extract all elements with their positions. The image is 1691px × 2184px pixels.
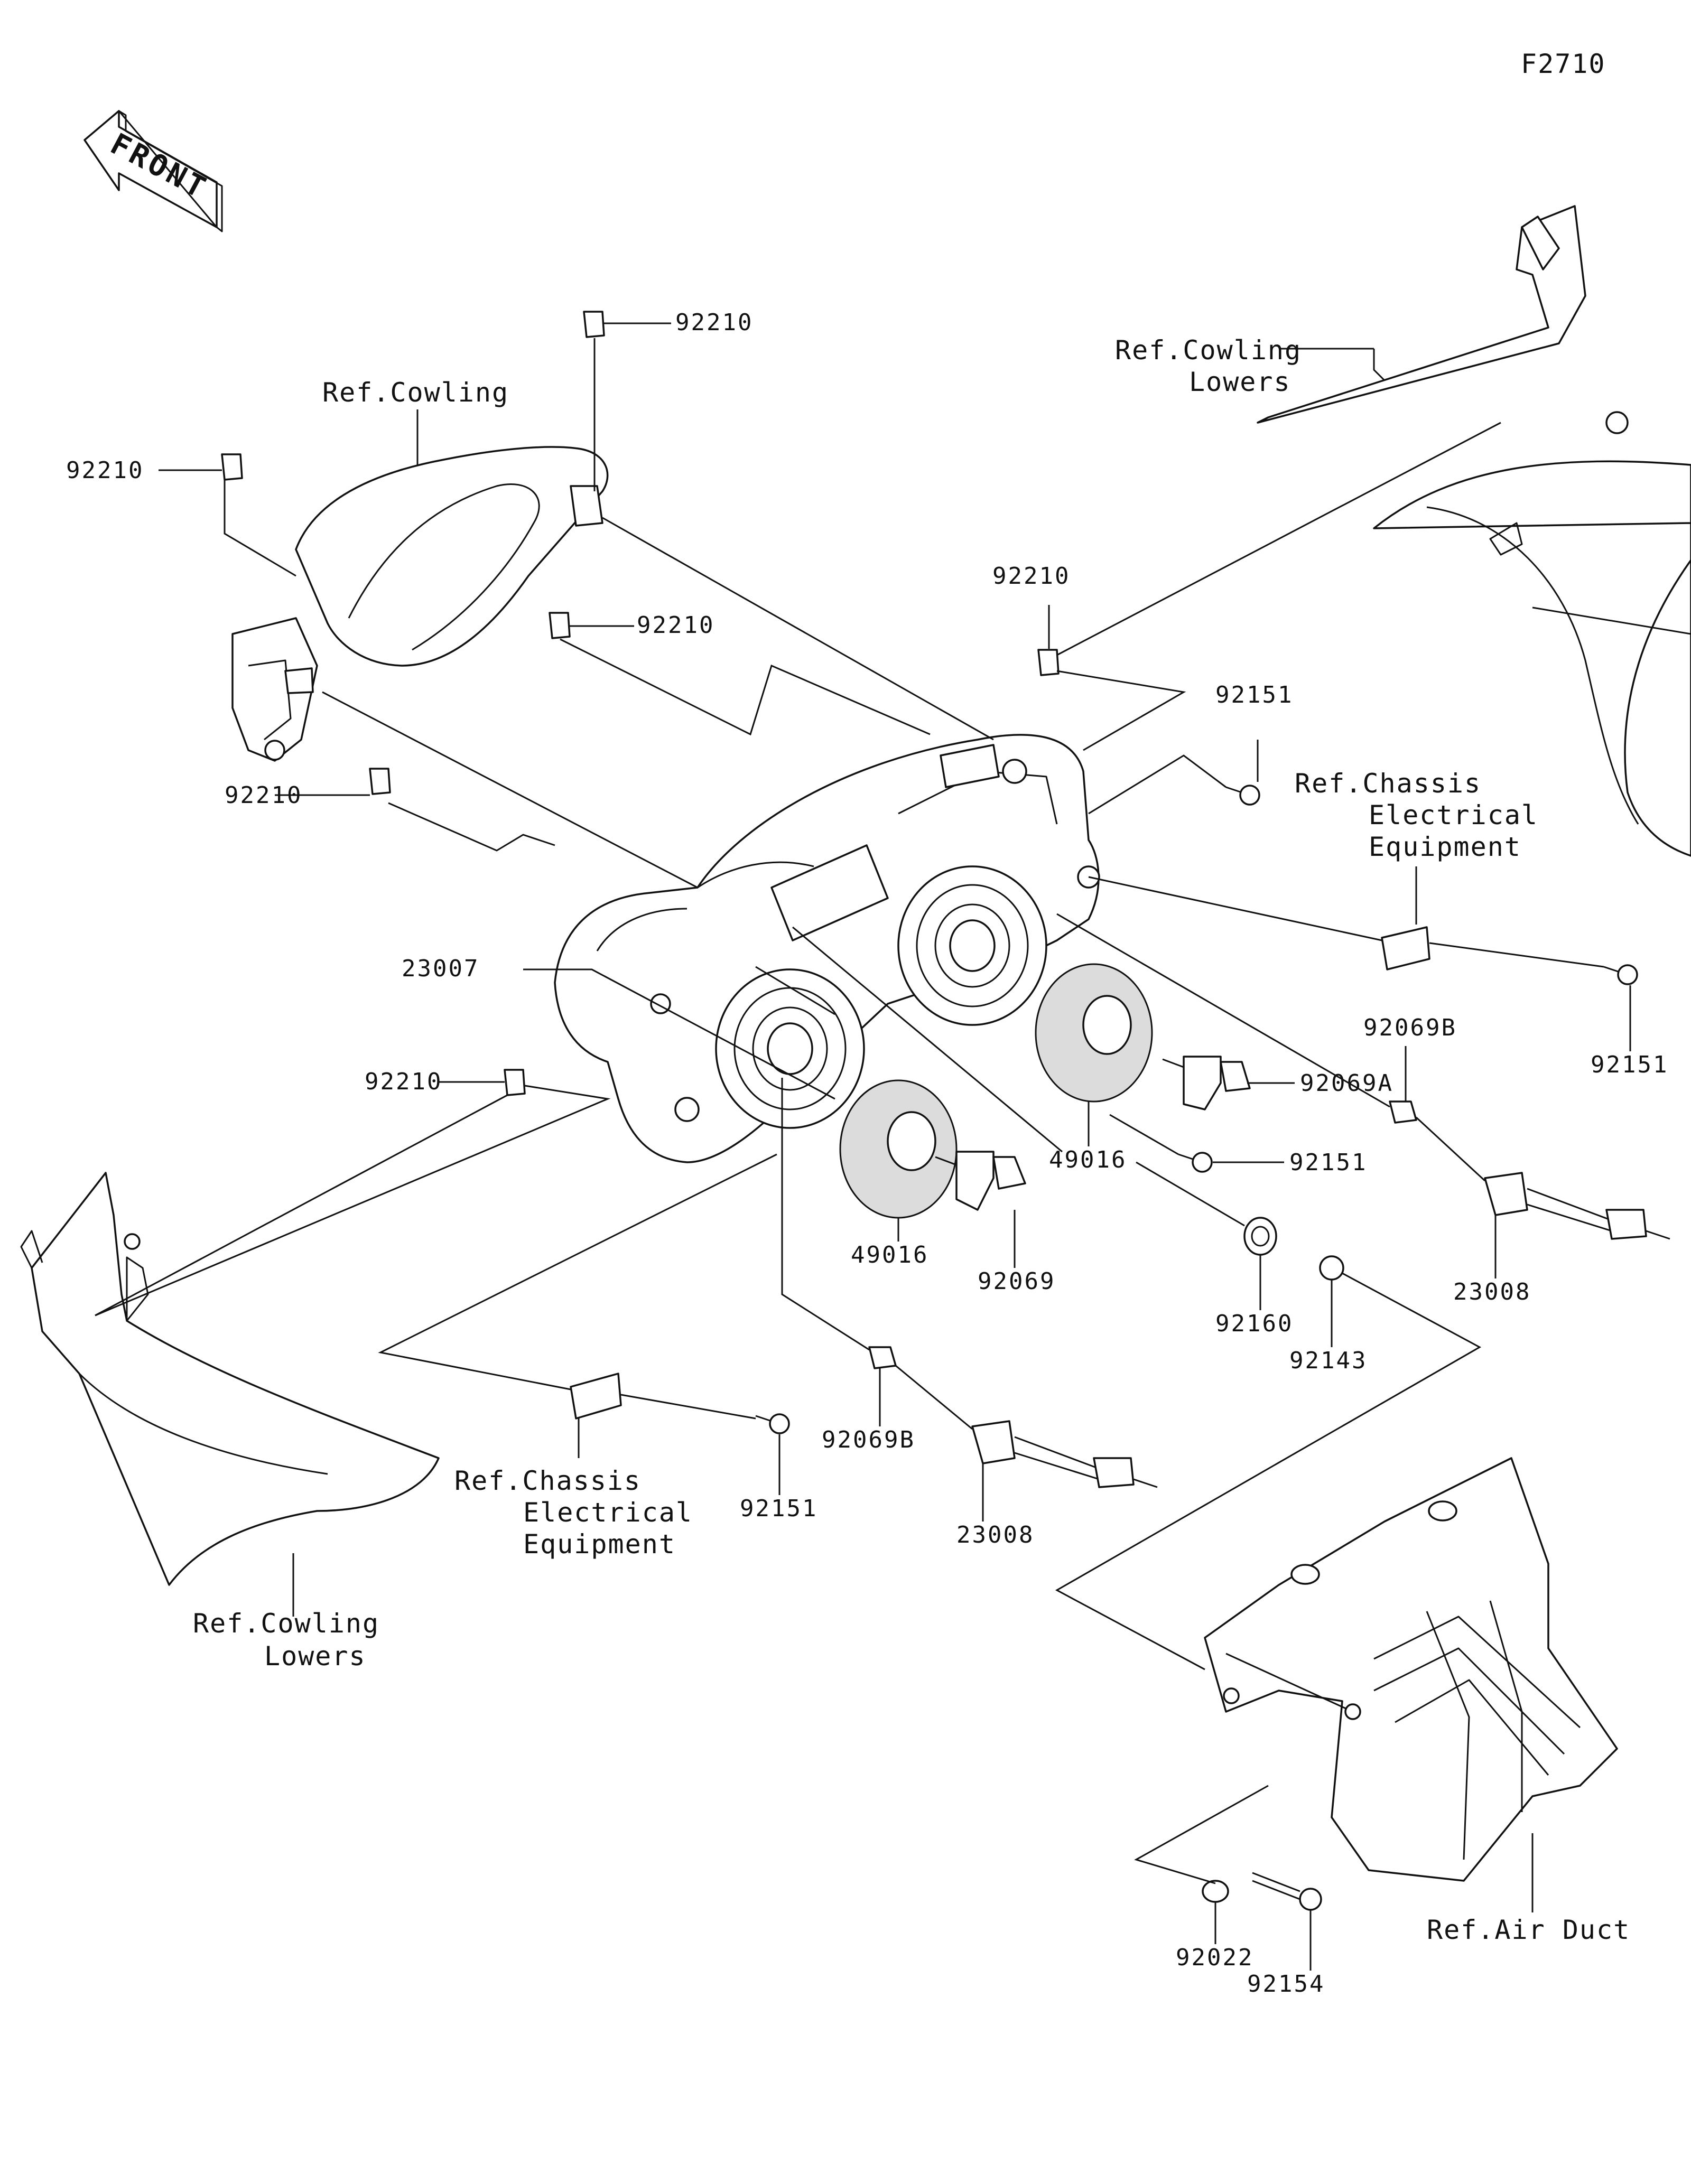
part-92151-c: 92151 [1289, 1149, 1367, 1176]
part-92210-c: 92210 [637, 612, 714, 639]
part-23008-b: 23008 [956, 1522, 1034, 1548]
label-ref-air-duct: Ref.Air Duct [1427, 1915, 1630, 1945]
part-92210-f: 92210 [365, 1068, 442, 1095]
clip-92210-b-icon [583, 311, 605, 338]
part-49016-a: 49016 [1049, 1146, 1127, 1173]
part-92160: 92160 [1215, 1310, 1293, 1337]
lamp-cover-right-icon [1035, 963, 1153, 1103]
headlight-assembly-drawing [554, 734, 1100, 1163]
clip-92210-c-icon [549, 612, 571, 639]
air-duct-drawing [1204, 1457, 1618, 1882]
label-ref-chassis-left-2: Electrical [523, 1497, 693, 1528]
bulb-92069B-right-icon [1389, 1100, 1417, 1124]
bolt-92154-icon [1252, 1872, 1322, 1911]
label-ref-chassis-left-3: Equipment [523, 1529, 676, 1560]
front-arrow-icon: FRONT [83, 110, 223, 232]
clip-92210-a-icon [221, 453, 243, 481]
screw-92151-c-icon [1178, 1152, 1213, 1173]
socket-23008-left-icon [971, 1420, 1158, 1488]
label-ref-chassis-right-2: Electrical [1369, 800, 1538, 830]
part-92069A: 92069A [1300, 1070, 1393, 1097]
label-ref-cowling-lowers-upper-2: Lowers [1189, 367, 1291, 397]
bulb-92069-icon [935, 1151, 1026, 1211]
screw-92151-a-icon [1225, 785, 1260, 806]
label-ref-cowling-lowers-upper-1: Ref.Cowling [1115, 335, 1302, 366]
part-92151-d: 92151 [740, 1495, 817, 1522]
part-92069: 92069 [978, 1268, 1055, 1295]
clip-92210-e-icon [1037, 649, 1060, 676]
figure-code: F2710 [1521, 49, 1606, 79]
chassis-bracket-right-icon [1381, 926, 1430, 970]
collar-92143-icon [1319, 1255, 1344, 1281]
part-92022: 92022 [1176, 1944, 1253, 1971]
leader-lines [95, 322, 1631, 1971]
part-92151-b: 92151 [1591, 1051, 1668, 1078]
part-92210-a: 92210 [66, 457, 144, 484]
label-ref-cowling-lowers-lower-1: Ref.Cowling [193, 1608, 379, 1639]
part-23007: 23007 [402, 955, 479, 982]
part-92069B-a: 92069B [1363, 1014, 1457, 1041]
clip-92210-d-icon [369, 768, 391, 795]
screw-92151-b-icon [1603, 964, 1638, 985]
part-49016-b: 49016 [851, 1242, 928, 1268]
washer-92022-icon [1202, 1880, 1229, 1903]
part-92143: 92143 [1289, 1347, 1367, 1374]
screw-92151-d-icon [755, 1413, 790, 1434]
part-92210-d: 92210 [225, 782, 302, 809]
bulb-92069A-icon [1162, 1056, 1251, 1110]
part-92154: 92154 [1247, 1971, 1325, 1998]
upper-cowling-drawing [231, 446, 609, 762]
socket-23008-right-icon [1484, 1172, 1670, 1240]
label-ref-chassis-right-1: Ref.Chassis [1295, 768, 1481, 799]
part-92151-a: 92151 [1215, 682, 1293, 708]
label-ref-cowling: Ref.Cowling [322, 377, 509, 408]
chassis-bracket-left-icon [570, 1373, 622, 1420]
part-92069B-b: 92069B [822, 1426, 915, 1453]
label-ref-chassis-left-1: Ref.Chassis [454, 1466, 641, 1496]
lamp-cover-left-icon [839, 1079, 958, 1219]
label-ref-cowling-lowers-lower-2: Lowers [264, 1641, 366, 1672]
bulb-92069B-left-icon [868, 1346, 897, 1369]
right-cowling-lowers-upper-drawing [1257, 205, 1691, 857]
part-92210-e: 92210 [992, 563, 1070, 590]
part-92210-b: 92210 [675, 309, 753, 336]
clip-92210-f-icon [504, 1069, 526, 1096]
grommet-92160-icon [1243, 1217, 1277, 1256]
part-23008-a: 23008 [1453, 1278, 1531, 1305]
label-ref-chassis-right-3: Equipment [1369, 832, 1521, 862]
left-cowling-lowers-drawing [20, 1172, 440, 1586]
